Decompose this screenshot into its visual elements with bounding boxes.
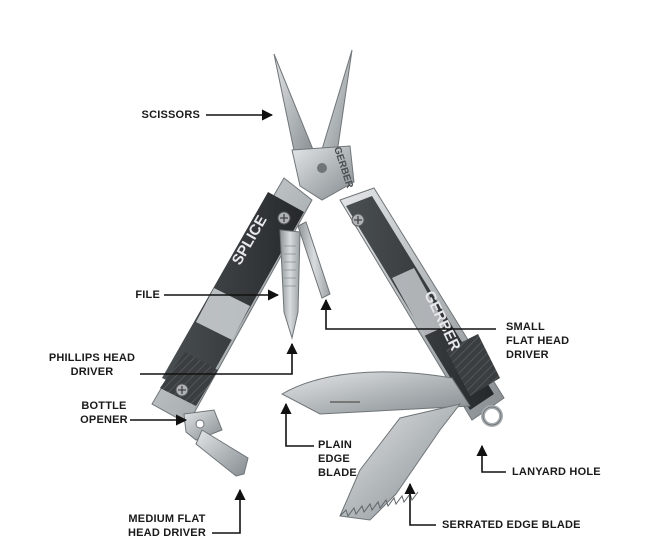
screw-icon	[351, 213, 365, 227]
arrow-medium	[212, 488, 246, 534]
label-lanyard-text: LANYARD HOLE	[512, 466, 601, 478]
label-serrated-text: SERRATED EDGE BLADE	[442, 519, 581, 531]
label-scissors: SCISSORS	[100, 108, 200, 122]
label-bottle-line1: BOTTLE	[81, 400, 127, 412]
right-handle	[339, 187, 505, 421]
label-file-text: FILE	[135, 289, 160, 301]
label-file: FILE	[90, 288, 160, 302]
arrow-small	[320, 298, 496, 330]
label-small-line2: FLAT HEAD	[506, 335, 570, 347]
label-bottle: BOTTLE OPENER	[74, 399, 134, 427]
label-plain-line1: PLAIN	[318, 439, 352, 451]
label-phillips: PHILLIPS HEAD DRIVER	[36, 351, 148, 379]
label-small-line1: SMALL	[506, 321, 545, 333]
label-plain-line2: EDGE	[318, 453, 350, 465]
screw-icon	[277, 211, 291, 225]
arrow-phillips	[140, 342, 298, 375]
label-phillips-line2: DRIVER	[70, 366, 114, 378]
left-handle	[151, 177, 313, 425]
label-medium-line1: MEDIUM FLAT	[128, 513, 206, 525]
label-medium: MEDIUM FLAT HEAD DRIVER	[120, 512, 214, 540]
file-tool	[279, 229, 301, 340]
label-plain: PLAIN EDGE BLADE	[318, 438, 378, 480]
scissors	[273, 49, 355, 201]
arrow-plain	[280, 402, 314, 447]
arrow-serrated	[404, 482, 436, 526]
label-small-line3: DRIVER	[506, 349, 549, 361]
label-phillips-line1: PHILLIPS HEAD	[48, 352, 136, 364]
serrated-edge-blade	[339, 403, 462, 521]
small-flat-driver-tool	[297, 221, 331, 299]
bottle-opener-tool	[183, 409, 249, 477]
lanyard-ring	[481, 405, 503, 427]
label-lanyard: LANYARD HOLE	[512, 465, 612, 479]
label-small: SMALL FLAT HEAD DRIVER	[506, 320, 596, 362]
label-bottle-line2: OPENER	[80, 414, 128, 426]
arrow-lanyard	[476, 444, 506, 473]
label-scissors-text: SCISSORS	[141, 109, 200, 121]
plain-edge-blade	[280, 371, 471, 415]
callout-arrows	[130, 109, 506, 534]
label-serrated: SERRATED EDGE BLADE	[442, 518, 592, 532]
screw-icon	[175, 383, 189, 397]
label-medium-line2: HEAD DRIVER	[128, 527, 206, 539]
label-plain-line3: BLADE	[318, 467, 357, 479]
